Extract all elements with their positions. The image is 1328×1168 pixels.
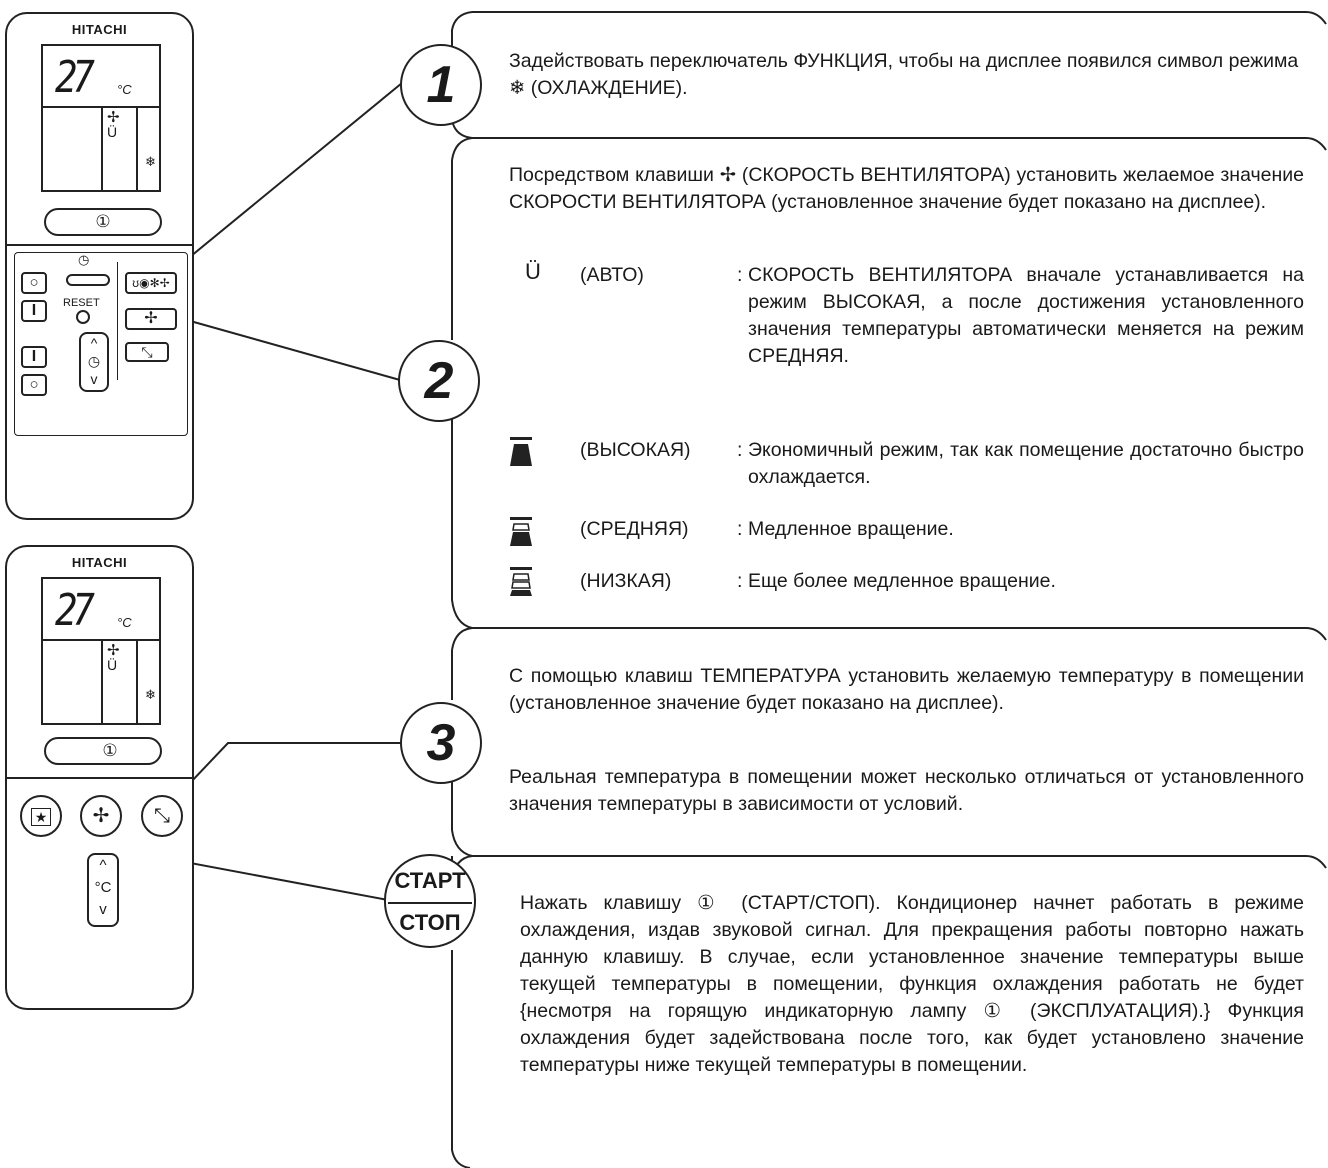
- remote-control-1: HITACHI 27 °C ✢ Ü ❄ ① ○ I I ○ ◷ RESET ^ …: [5, 12, 194, 520]
- mode-medium-separator: :: [737, 518, 743, 540]
- up-arrow-icon: ^: [90, 335, 98, 351]
- fan-auto-icon: Ü: [525, 259, 541, 284]
- fan-speed-button[interactable]: ✢: [80, 795, 122, 837]
- step-4-text: Нажать клавишу ① (СТАРТ/СТОП). Кондицион…: [520, 892, 1304, 1076]
- fan-medium-icon: [510, 517, 532, 546]
- power-symbol: ①: [102, 741, 118, 760]
- temperature-readout: 27: [55, 52, 95, 103]
- timer-icon: ◷: [78, 252, 90, 267]
- lcd-column-right: [136, 639, 138, 723]
- temperature-unit: °C: [117, 615, 132, 630]
- remote-control-2: HITACHI 27 °C ✢ Ü ❄ ① ★ ✢ ⤡ ^ °C v: [5, 545, 194, 1010]
- mode-medium-description: Медленное вращение.: [748, 518, 954, 540]
- fan-high-icon: [510, 437, 532, 466]
- power-button[interactable]: ①: [44, 737, 162, 765]
- down-arrow-icon: v: [90, 371, 98, 387]
- fan-icon: ✢: [107, 642, 120, 659]
- on-button-lower[interactable]: I: [21, 346, 47, 368]
- mode-low-description: Еще более медленное вращение.: [748, 570, 1056, 592]
- step-3-number: 3: [400, 702, 482, 784]
- fan-icon: ✢: [107, 109, 120, 126]
- step-1-text: Задействовать переключатель ФУНКЦИЯ, что…: [509, 50, 1299, 99]
- start-label: СТАРТ: [394, 868, 466, 893]
- down-arrow-icon: v: [99, 901, 107, 918]
- brand-label: HITACHI: [71, 555, 128, 570]
- panel-inner-frame: [14, 252, 188, 436]
- temperature-buttons[interactable]: ^ °C v: [87, 853, 119, 927]
- fan-speed-button[interactable]: ✢: [125, 308, 177, 330]
- off-button-lower[interactable]: ○: [21, 374, 47, 396]
- cancel-button[interactable]: [66, 274, 110, 286]
- mode-high-name: (ВЫСОКАЯ): [580, 439, 691, 461]
- mode-auto-name: (АВТО): [580, 264, 644, 286]
- off-timer-button[interactable]: ○: [21, 272, 47, 294]
- clock-icon: ◷: [87, 353, 101, 369]
- lcd-display: 27 °C ✢ Ü ❄: [41, 577, 161, 725]
- step-2-number: 2: [398, 340, 480, 422]
- on-timer-button[interactable]: I: [21, 300, 47, 322]
- lcd-column-left: [101, 106, 103, 190]
- star-icon: ★: [30, 808, 52, 826]
- step-3-text-2: Реальная температура в помещении может н…: [509, 766, 1304, 815]
- mode-auto-separator: :: [737, 264, 743, 286]
- mode-low-separator: :: [737, 570, 743, 592]
- lcd-column-right: [136, 106, 138, 190]
- temperature-readout: 27: [55, 585, 95, 636]
- mode-auto-description: СКОРОСТЬ ВЕНТИЛЯТОРА вначале устанавлива…: [748, 264, 1304, 367]
- louver-button[interactable]: ⤡: [125, 342, 169, 362]
- power-button[interactable]: ①: [44, 208, 162, 236]
- panel-1-frame: [451, 11, 1327, 151]
- mode-button[interactable]: ʊ◉✻✢: [125, 272, 177, 294]
- reset-label: RESET: [63, 297, 100, 309]
- temperature-unit: °C: [117, 82, 132, 97]
- lcd-display: 27 °C ✢ Ü ❄: [41, 44, 161, 192]
- leader-line-1: [173, 82, 403, 271]
- step-1-number: 1: [400, 44, 482, 126]
- right-buttons-frame: [117, 262, 184, 380]
- snowflake-icon: ❄: [145, 154, 156, 169]
- start-stop-badge: СТАРТ СТОП: [384, 854, 476, 948]
- favorite-button[interactable]: ★: [20, 795, 62, 837]
- up-arrow-icon: ^: [99, 857, 107, 874]
- auto-icon: Ü: [107, 657, 118, 673]
- reset-button[interactable]: [76, 310, 90, 324]
- fan-low-icon: [510, 567, 532, 596]
- step-2-intro: Посредством клавиши ✢ (СКОРОСТЬ ВЕНТИЛЯТ…: [509, 164, 1304, 213]
- brand-label: HITACHI: [71, 22, 128, 37]
- mode-high-separator: :: [737, 439, 743, 461]
- button-panel-divider: [7, 777, 192, 779]
- stop-label: СТОП: [399, 910, 461, 935]
- auto-icon: Ü: [107, 124, 118, 140]
- step-3-text-1: С помощью клавиш ТЕМПЕРАТУРА установить …: [509, 665, 1304, 714]
- mode-low-name: (НИЗКАЯ): [580, 570, 672, 592]
- swing-button[interactable]: ⤡: [141, 795, 183, 837]
- mode-high-description: Экономичный режим, так как помещение дос…: [748, 439, 1304, 488]
- badge-divider: [388, 902, 472, 904]
- button-panel: [7, 244, 192, 246]
- timer-adjust-button[interactable]: ^ ◷ v: [79, 332, 109, 392]
- snowflake-icon: ❄: [145, 687, 156, 702]
- leader-line-2: [175, 316, 401, 381]
- lcd-column-left: [101, 639, 103, 723]
- temp-unit-label: °C: [94, 879, 112, 896]
- mode-medium-name: (СРЕДНЯЯ): [580, 518, 689, 540]
